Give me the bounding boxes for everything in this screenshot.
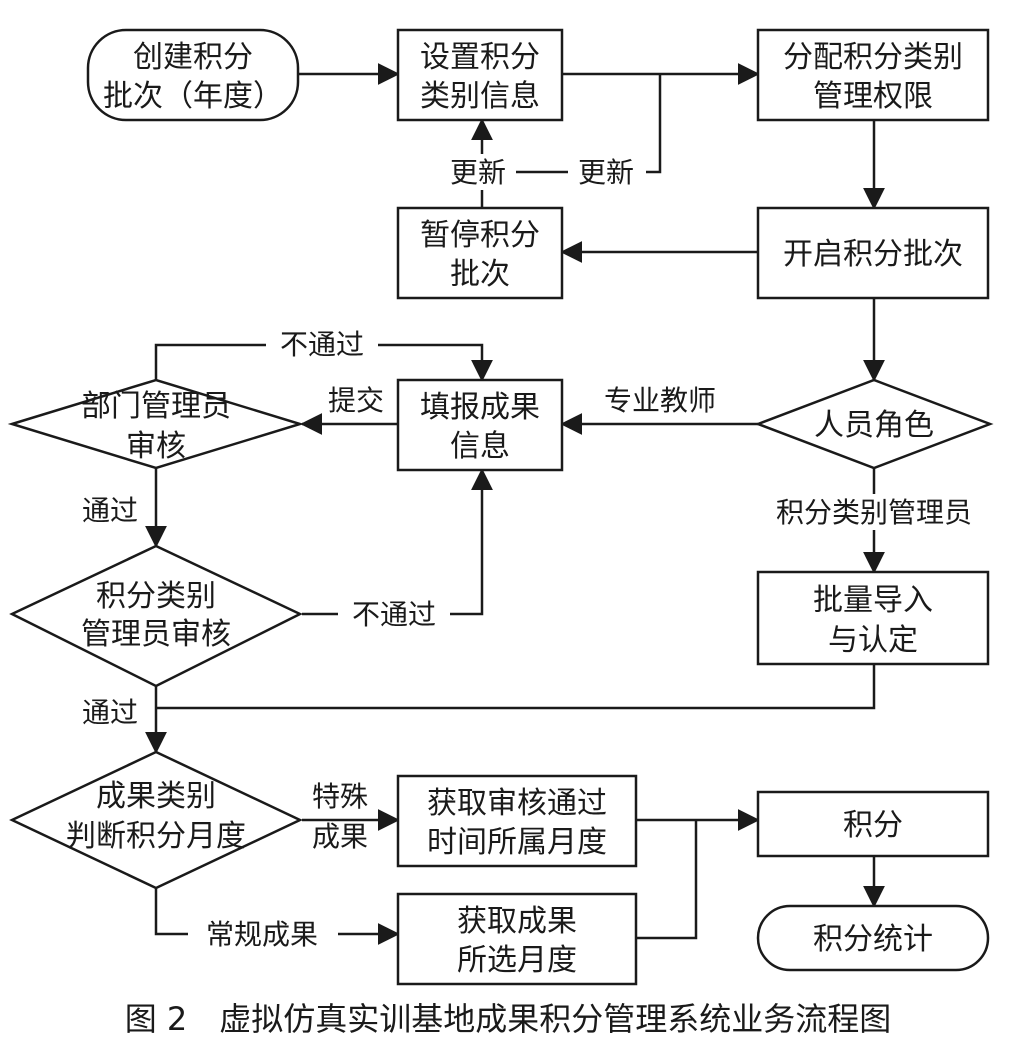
node-judge-month-line1: 成果类别	[96, 779, 216, 814]
node-dept-review-line1: 部门管理员	[81, 389, 231, 424]
node-selected-month: 获取成果 所选月度	[396, 892, 638, 986]
node-batch-import-line1: 批量导入	[813, 583, 933, 618]
label-special-line2: 成果	[312, 820, 368, 853]
node-create-batch-line1: 创建积分	[133, 40, 253, 75]
node-selected-month-line2: 所选月度	[457, 943, 577, 978]
node-points-label: 积分	[843, 808, 903, 843]
node-fill-results-line1: 填报成果	[420, 390, 540, 425]
node-set-category-line1: 设置积分	[420, 40, 540, 75]
node-set-category: 设置积分 类别信息	[396, 28, 564, 122]
node-batch-import: 批量导入 与认定	[756, 570, 990, 666]
node-pause-batch: 暂停积分 批次	[396, 206, 564, 300]
label-update-left: 更新	[450, 156, 506, 189]
connectors	[145, 63, 885, 945]
label-pass-1: 通过	[82, 494, 138, 527]
node-selected-month-line1: 获取成果	[457, 904, 577, 939]
edge-labels: 更新 更新 不通过 提交 专业教师 通过 积分类别管理员 不通过 通过 特殊 成…	[82, 154, 996, 952]
node-category-review-line1: 积分类别	[96, 579, 216, 614]
node-create-batch: 创建积分 批次（年度）	[86, 28, 300, 122]
node-open-batch: 开启积分批次	[756, 206, 990, 300]
node-pause-batch-line1: 暂停积分	[420, 218, 540, 253]
label-reject-top: 不通过	[280, 328, 364, 361]
node-approval-month-line1: 获取审核通过	[427, 786, 607, 821]
node-fill-results-line2: 信息	[450, 429, 510, 464]
node-points-stats: 积分统计	[756, 904, 990, 972]
node-assign-permission-line2: 管理权限	[813, 79, 933, 114]
node-dept-review: 部门管理员 审核	[7, 378, 305, 470]
label-update-right: 更新	[578, 156, 634, 189]
node-points-stats-label: 积分统计	[813, 922, 933, 957]
node-judge-month: 成果类别 判断积分月度	[9, 750, 303, 890]
node-assign-permission: 分配积分类别 管理权限	[756, 28, 990, 122]
edge-category-reject	[302, 468, 493, 616]
node-pause-batch-line2: 批次	[450, 257, 510, 292]
label-pass-2: 通过	[82, 696, 138, 729]
label-submit: 提交	[328, 384, 384, 417]
node-category-review: 积分类别 管理员审核	[9, 544, 303, 688]
edge-import-merge	[156, 664, 876, 710]
label-regular: 常规成果	[206, 918, 318, 951]
node-set-category-line2: 类别信息	[420, 79, 540, 114]
label-category-admin: 积分类别管理员	[776, 496, 972, 529]
node-category-review-line2: 管理员审核	[81, 617, 231, 652]
node-person-role: 人员角色	[754, 378, 994, 470]
node-person-role-label: 人员角色	[814, 408, 934, 443]
edge-selected-merge	[636, 820, 698, 940]
edge-update-right	[482, 74, 662, 174]
node-approval-month: 获取审核通过 时间所属月度	[396, 774, 638, 868]
figure-caption: 图 2 虚拟仿真实训基地成果积分管理系统业务流程图	[125, 1000, 892, 1038]
node-approval-month-line2: 时间所属月度	[427, 825, 607, 860]
node-dept-review-line2: 审核	[126, 429, 186, 464]
node-open-batch-label: 开启积分批次	[783, 237, 963, 272]
label-teacher: 专业教师	[604, 384, 716, 417]
node-create-batch-line2: 批次（年度）	[103, 79, 283, 114]
label-reject-mid: 不通过	[352, 598, 436, 631]
node-judge-month-line2: 判断积分月度	[66, 819, 246, 854]
node-points: 积分	[756, 790, 990, 858]
label-special-line1: 特殊	[312, 780, 368, 813]
node-fill-results: 填报成果 信息	[396, 378, 564, 472]
node-batch-import-line2: 与认定	[828, 623, 918, 658]
node-assign-permission-line1: 分配积分类别	[783, 40, 963, 75]
